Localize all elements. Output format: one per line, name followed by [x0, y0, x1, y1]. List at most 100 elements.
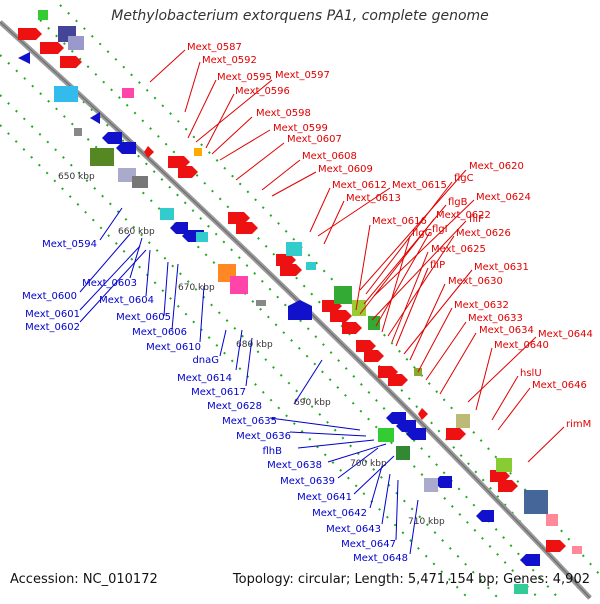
gene-label[interactable]: Mext_0601 [25, 309, 80, 320]
leader-line [369, 465, 383, 509]
gene-label[interactable]: Mext_0643 [326, 524, 381, 535]
leader-line [235, 142, 285, 181]
leader-line [409, 499, 419, 555]
gene-label[interactable]: Mext_0587 [187, 42, 242, 53]
gene-label[interactable]: Mext_0592 [202, 55, 257, 66]
gene-label[interactable]: Mext_0640 [494, 340, 549, 351]
scale-label: 670 kbp [178, 283, 215, 293]
leader-line [439, 332, 477, 395]
gene-label[interactable]: Mext_0605 [116, 312, 171, 323]
leader-line [79, 233, 131, 293]
gene-label[interactable]: Mext_0638 [267, 460, 322, 471]
gene-label[interactable]: Mext_0644 [538, 329, 593, 340]
leader-line [269, 417, 361, 431]
leader-line [129, 237, 143, 279]
gene-label[interactable]: Mext_0602 [25, 322, 80, 333]
leader-line [467, 336, 537, 403]
gene-label[interactable]: Mext_0624 [476, 192, 531, 203]
scale-label: 690 kbp [294, 398, 331, 408]
gene-label[interactable]: Mext_0620 [469, 161, 524, 172]
gene-label[interactable]: Mext_0609 [318, 164, 373, 175]
gene-label[interactable]: Mext_0635 [222, 416, 277, 427]
gene-label[interactable]: Mext_0612 [332, 180, 387, 191]
gene-label[interactable]: Mext_0598 [256, 108, 311, 119]
gene-label[interactable]: flgG [412, 228, 432, 239]
gene-label[interactable]: Mext_0597 [275, 70, 330, 81]
leader-line [491, 375, 519, 421]
genome-summary-label: Topology: circular; Length: 5,471,154 bp… [232, 572, 590, 587]
gene-label[interactable]: flgB [448, 197, 468, 208]
leader-line [211, 116, 253, 155]
leader-line [417, 307, 453, 373]
gene-label[interactable]: Mext_0603 [82, 278, 137, 289]
leader-line [323, 200, 345, 245]
gene-label[interactable]: Mext_0626 [456, 228, 511, 239]
gene-label[interactable]: flgI [432, 224, 448, 235]
leader-line [171, 263, 179, 331]
leader-line [163, 261, 169, 317]
gene-label[interactable]: Mext_0633 [468, 313, 523, 324]
gene-label[interactable]: Mext_0630 [448, 276, 503, 287]
gene-label[interactable]: Mext_0614 [177, 373, 232, 384]
scale-labels: 650 kbp 660 kbp 670 kbp 680 kbp 690 kbp … [58, 172, 445, 527]
scale-label: 650 kbp [58, 172, 95, 182]
gene-label[interactable]: fliF [469, 214, 484, 225]
gene-label[interactable]: flhB [263, 446, 283, 457]
gene-label[interactable]: hslU [520, 368, 542, 379]
gene-label[interactable]: Mext_0636 [236, 431, 291, 442]
gene-label[interactable]: Mext_0616 [372, 216, 427, 227]
gene-label[interactable]: Mext_0610 [146, 342, 201, 353]
gene-label[interactable]: Mext_0631 [474, 262, 529, 273]
leader-line [184, 61, 201, 113]
gene-label[interactable]: Mext_0641 [297, 492, 352, 503]
leader-line [317, 187, 391, 237]
leader-line [395, 267, 429, 347]
gene-label[interactable]: Mext_0622 [436, 210, 491, 221]
gene-label[interactable]: Mext_0599 [273, 123, 328, 134]
leader-line [199, 285, 205, 343]
gene-label[interactable]: Mext_0634 [479, 325, 534, 336]
gene-label[interactable]: Mext_0606 [132, 327, 187, 338]
leader-line [219, 329, 227, 357]
leader-line [359, 169, 467, 291]
gene-label[interactable]: flgC [454, 173, 474, 184]
gene-label[interactable]: Mext_0600 [22, 291, 77, 302]
gene-label[interactable]: Mext_0647 [341, 539, 396, 550]
gene-label[interactable]: Mext_0604 [99, 295, 154, 306]
gene-label[interactable]: Mext_0642 [312, 508, 367, 519]
gene-label[interactable]: Mext_0625 [431, 244, 486, 255]
leader-line [235, 329, 243, 371]
leader-line [261, 159, 301, 191]
leader-line [293, 359, 323, 405]
gene-label[interactable]: Mext_0648 [353, 553, 408, 564]
leader-line [409, 283, 446, 361]
gene-label[interactable]: Mext_0617 [191, 387, 246, 398]
leader-line [271, 171, 317, 197]
scale-label: 700 kbp [350, 459, 387, 469]
gene-label[interactable]: rimM [566, 419, 591, 430]
leader-line [79, 245, 141, 311]
gene-label[interactable]: Mext_0639 [280, 476, 335, 487]
gene-label[interactable]: Mext_0608 [302, 151, 357, 162]
leader-line [309, 187, 331, 233]
gene-label[interactable]: Mext_0607 [287, 134, 342, 145]
gene-label[interactable]: Mext_0628 [207, 401, 262, 412]
gene-label[interactable]: Mext_0632 [454, 300, 509, 311]
leader-line [381, 235, 411, 333]
gene-label[interactable]: Mext_0594 [42, 239, 97, 250]
gene-label[interactable]: dnaG [192, 355, 219, 366]
gene-label[interactable]: fliP [430, 260, 445, 271]
gene-label[interactable]: Mext_0596 [235, 86, 290, 97]
gene-label[interactable]: Mext_0646 [532, 380, 587, 391]
leader-line [391, 251, 429, 343]
gene-label[interactable]: Mext_0615 [392, 180, 447, 191]
leader-line [289, 431, 367, 437]
forward-strand-genes [18, 28, 566, 552]
gene-label[interactable]: Mext_0595 [217, 72, 272, 83]
gene-label[interactable]: Mext_0613 [346, 193, 401, 204]
leader-line [195, 79, 273, 143]
leader-line [337, 447, 379, 479]
leader-line [145, 249, 151, 297]
